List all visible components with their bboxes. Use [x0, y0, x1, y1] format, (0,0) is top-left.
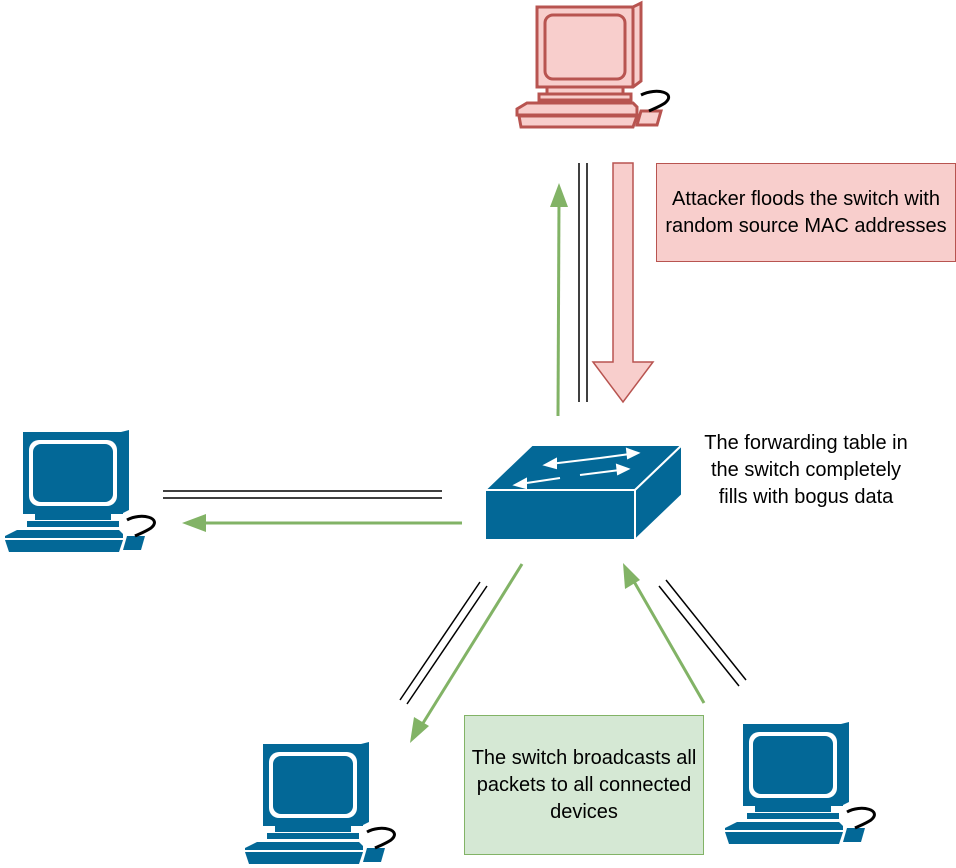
green-arrows — [182, 183, 706, 743]
broadcast-annotation: The switch broadcasts all packets to all… — [464, 715, 704, 855]
attacker-computer-icon — [515, 0, 671, 129]
attacker-annotation-text: Attacker floods the switch with random s… — [665, 187, 947, 237]
arrow-to-attacker-head — [550, 183, 568, 207]
broadcast-annotation-text: The switch broadcasts all packets to all… — [471, 746, 697, 823]
attacker-annotation: Attacker floods the switch with random s… — [656, 163, 956, 262]
cable-bottom-right — [658, 579, 747, 687]
host-bottom-left-computer-icon — [245, 742, 396, 864]
arrow-to-switch-head — [623, 563, 640, 589]
forwarding-table-annotation: The forwarding table in the switch compl… — [700, 412, 912, 528]
cable-left — [163, 490, 442, 499]
arrow-to-switch — [630, 577, 706, 704]
network-switch-icon — [482, 442, 685, 543]
host-bottom-right-computer-icon — [725, 722, 876, 844]
arrow-to-attacker — [556, 199, 561, 417]
flood-arrow — [591, 162, 655, 404]
arrow-to-bottom-left-host — [418, 563, 524, 729]
forwarding-table-annotation-text: The forwarding table in the switch compl… — [704, 431, 908, 508]
cable-attacker — [578, 163, 588, 402]
arrow-to-bottom-left-host-head — [410, 717, 429, 743]
host-left-computer-icon — [5, 430, 156, 552]
cable-bottom-left — [399, 581, 488, 705]
arrow-to-left-host-head — [182, 514, 206, 532]
